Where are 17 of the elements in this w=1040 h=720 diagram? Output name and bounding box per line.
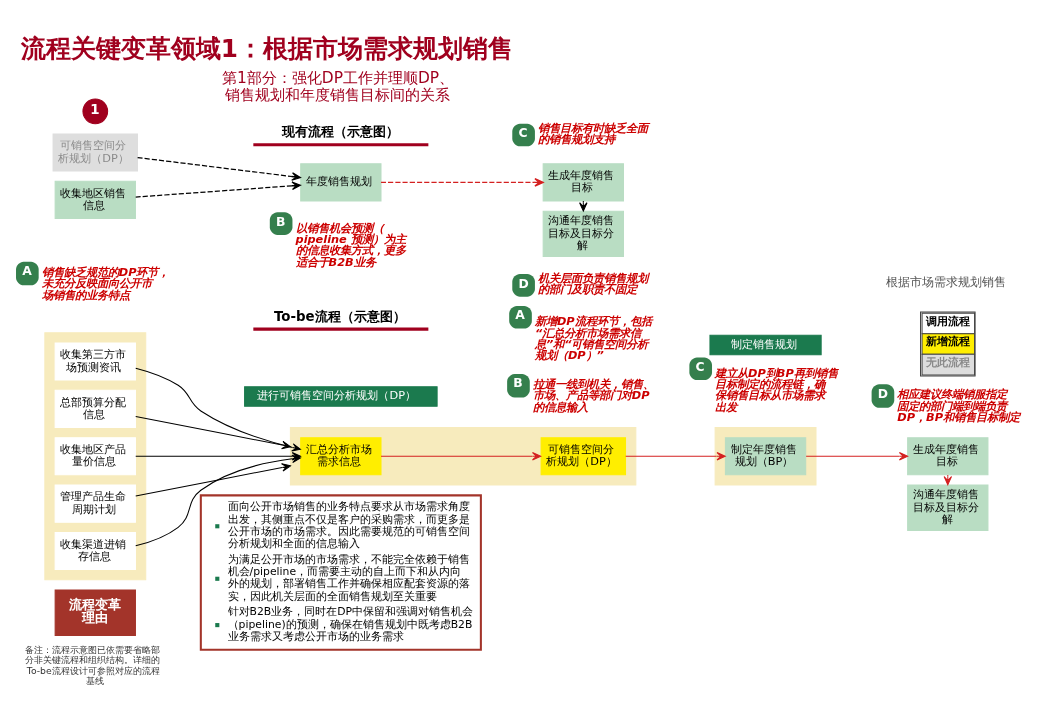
label: 备注：流程示意图已依需要省略部分非关键流程和组织结构。详细的To-be流程设计可参照对应的流程基线 bbox=[25, 643, 161, 686]
node-label: 新增DP流程环节，包括“汇总分析市场需求信息”和“可销售空间分析规划（DP）” bbox=[534, 313, 652, 362]
node-label: 拉通一线到机关，销售、市场、产品等部门对DP的信息输入 bbox=[532, 376, 654, 414]
legend-label: 新增流程 bbox=[926, 334, 971, 348]
label: To-be流程（示意图） bbox=[273, 308, 406, 324]
node-label: 销售缺乏规范的DP环节，未充分反映面向公开市场销售的业务特点 bbox=[41, 264, 170, 302]
node-label: 相应建议终端销服指定固定的部门端到端负责DP，BP和销售目标制定 bbox=[897, 386, 1020, 424]
label: 根据市场需求规划销售 bbox=[885, 274, 1006, 289]
node-label: 以销售机会预测（pipeline 预测）为主的信息收集方式，更多适合于B2B业务 bbox=[295, 220, 406, 269]
legend-label: 调用流程 bbox=[926, 314, 971, 328]
label: 现有流程（示意图） bbox=[281, 123, 399, 139]
node-label: 建立从DP到BP再到销售目标制定的流程链，确保销售目标从市场需求出发 bbox=[715, 365, 838, 414]
node-label: 机关层面负责销售规划的部门及职责不固定 bbox=[538, 270, 649, 296]
node-label: 销售目标有时缺乏全面的销售规划支持 bbox=[538, 120, 649, 146]
diagram-title: 流程关键变革领域1：根据市场需求规划销售 bbox=[20, 33, 513, 63]
label: 第1部分：强化DP工作并理顺DP、销售规划和年度销售目标间的关系 bbox=[221, 68, 455, 104]
legend-label: 无此流程 bbox=[926, 355, 971, 369]
